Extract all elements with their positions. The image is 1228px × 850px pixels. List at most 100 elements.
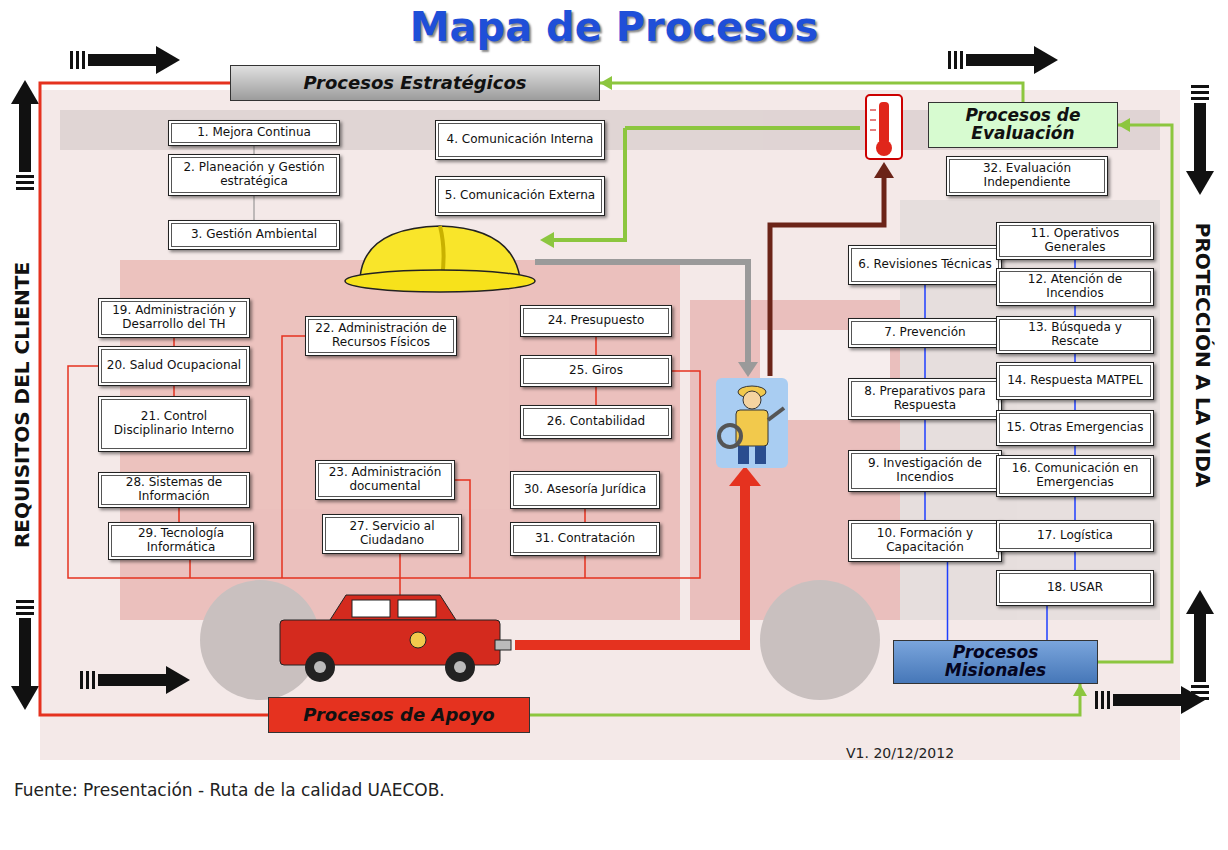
connector-line bbox=[173, 338, 175, 346]
box-text: 2. Planeación y Gestión estratégica bbox=[175, 161, 333, 189]
box-text: 11. Operativos Generales bbox=[1003, 227, 1147, 255]
connector-line bbox=[1074, 552, 1076, 570]
connector-line bbox=[1074, 354, 1076, 362]
box-text: 25. Giros bbox=[569, 364, 623, 378]
group-header: Procesos Estratégicos bbox=[230, 65, 600, 101]
process-box: 14. Respuesta MATPEL bbox=[996, 362, 1154, 400]
box-text: 21. Control Disciplinario Interno bbox=[105, 410, 243, 438]
connector bbox=[254, 196, 255, 220]
connector-line bbox=[173, 386, 175, 396]
box-text: 8. Preparativos para Respuesta bbox=[855, 385, 995, 413]
connector bbox=[947, 562, 948, 640]
connector bbox=[1075, 354, 1076, 362]
process-box: 6. Revisiones Técnicas bbox=[848, 245, 1002, 285]
connector-line bbox=[924, 420, 926, 450]
box-text: 15. Otras Emergencias bbox=[1007, 421, 1144, 435]
connector bbox=[596, 387, 597, 405]
connector bbox=[1075, 306, 1076, 316]
arrow-head bbox=[1073, 684, 1087, 696]
connector bbox=[925, 420, 926, 450]
connector bbox=[925, 348, 926, 378]
process-box: 9. Investigación de Incendios bbox=[848, 450, 1002, 492]
process-box: 25. Giros bbox=[520, 355, 672, 387]
connector bbox=[530, 684, 1087, 715]
connector-line bbox=[947, 562, 949, 640]
fire-truck-icon bbox=[280, 595, 511, 682]
arrow-head bbox=[1118, 118, 1130, 132]
connector bbox=[174, 338, 175, 346]
group-header: Procesos de Apoyo bbox=[268, 697, 530, 733]
process-box: 4. Comunicación Interna bbox=[435, 120, 605, 160]
connector bbox=[174, 386, 175, 396]
connector bbox=[1075, 552, 1076, 570]
box-text: 24. Presupuesto bbox=[548, 314, 645, 328]
process-box: 26. Contabilidad bbox=[520, 405, 672, 439]
box-text: 28. Sistemas de Información bbox=[105, 476, 243, 504]
connector-line bbox=[178, 508, 180, 522]
connector bbox=[1075, 260, 1076, 268]
connector bbox=[925, 492, 926, 520]
firefighter-icon bbox=[716, 378, 788, 468]
box-text: 1. Mejora Continua bbox=[197, 126, 311, 140]
process-box: 13. Búsqueda y Rescate bbox=[996, 316, 1154, 354]
box-text: 10. Formación y Capacitación bbox=[855, 527, 995, 555]
black-flow-arrows bbox=[11, 46, 1214, 714]
process-box: 5. Comunicación Externa bbox=[435, 176, 605, 216]
process-box: 27. Servicio al Ciudadano bbox=[322, 514, 462, 554]
box-text: 18. USAR bbox=[1047, 581, 1103, 595]
thermometer-icon bbox=[866, 95, 902, 159]
connector bbox=[179, 508, 180, 522]
connector bbox=[1047, 606, 1048, 640]
process-box: 15. Otras Emergencias bbox=[996, 410, 1154, 446]
process-box: 31. Contratación bbox=[510, 522, 660, 556]
box-text: 23. Administración documental bbox=[322, 466, 448, 494]
box-text: 17. Logística bbox=[1037, 529, 1113, 543]
box-text: 7. Prevención bbox=[884, 326, 965, 340]
process-box: 19. Administración y Desarrollo del TH bbox=[98, 298, 250, 338]
box-text: 3. Gestión Ambiental bbox=[191, 228, 317, 242]
connector bbox=[254, 146, 255, 154]
process-box: 17. Logística bbox=[996, 520, 1154, 552]
group-header: Procesos de Evaluación bbox=[928, 102, 1118, 148]
faded-photo bbox=[40, 90, 1180, 760]
process-box: 7. Prevención bbox=[848, 318, 1002, 348]
connector bbox=[1075, 446, 1076, 455]
helmet-icon bbox=[345, 226, 535, 292]
process-box: 12. Atención de Incendios bbox=[996, 268, 1154, 306]
connector-line bbox=[1074, 400, 1076, 410]
connector-line bbox=[1074, 497, 1076, 520]
process-box: 32. Evaluación Independiente bbox=[946, 156, 1108, 196]
support-bracket-lines bbox=[68, 336, 700, 596]
box-text: 20. Salud Ocupacional bbox=[107, 359, 241, 373]
process-box: 8. Preparativos para Respuesta bbox=[848, 378, 1002, 420]
connector bbox=[585, 509, 586, 522]
connector bbox=[600, 76, 1023, 102]
box-text: Procesos Estratégicos bbox=[303, 74, 526, 93]
process-box: 11. Operativos Generales bbox=[996, 222, 1154, 260]
box-text: 19. Administración y Desarrollo del TH bbox=[105, 304, 243, 332]
version-note: V1. 20/12/2012 bbox=[846, 745, 954, 761]
process-box: 10. Formación y Capacitación bbox=[848, 520, 1002, 562]
connector-line bbox=[530, 684, 1080, 715]
box-text: 13. Búsqueda y Rescate bbox=[1003, 321, 1147, 349]
connector-line bbox=[584, 509, 586, 522]
box-text: 32. Evaluación Independiente bbox=[953, 162, 1101, 190]
process-box: 16. Comunicación en Emergencias bbox=[996, 455, 1154, 497]
process-box: 21. Control Disciplinario Interno bbox=[98, 396, 250, 452]
process-box: 29. Tecnología Informática bbox=[108, 522, 254, 560]
box-text: Procesos de Evaluación bbox=[935, 107, 1111, 143]
connector-line bbox=[924, 285, 926, 318]
connector bbox=[925, 285, 926, 318]
box-text: 4. Comunicación Interna bbox=[447, 133, 594, 147]
box-text: 16. Comunicación en Emergencias bbox=[1003, 462, 1147, 490]
box-text: 31. Contratación bbox=[535, 532, 635, 546]
box-text: 6. Revisiones Técnicas bbox=[858, 258, 991, 272]
process-box: 30. Asesoría Jurídica bbox=[510, 471, 660, 509]
process-box: 24. Presupuesto bbox=[520, 305, 672, 337]
process-box: 18. USAR bbox=[996, 570, 1154, 606]
connector-line bbox=[595, 337, 597, 355]
process-box: 28. Sistemas de Información bbox=[98, 472, 250, 508]
box-text: Procesos Misionales bbox=[900, 644, 1091, 680]
process-box: 1. Mejora Continua bbox=[168, 120, 340, 146]
box-text: 27. Servicio al Ciudadano bbox=[329, 520, 455, 548]
